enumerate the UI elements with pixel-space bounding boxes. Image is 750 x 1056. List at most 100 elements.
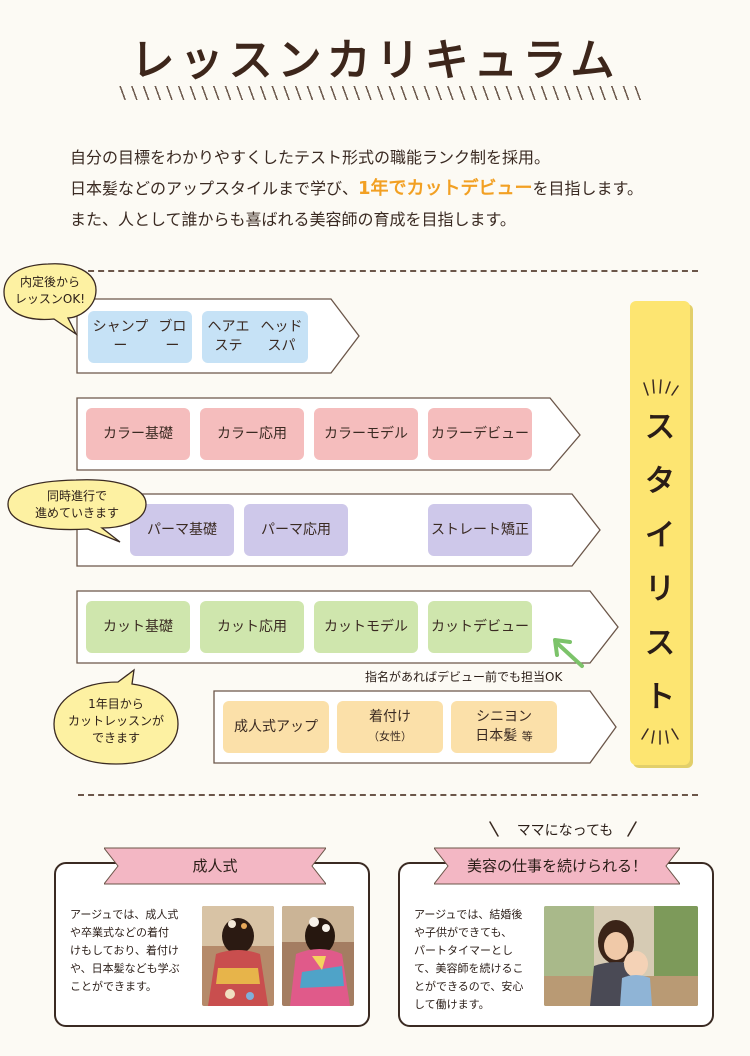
chip-label: カラーモデル xyxy=(324,425,408,442)
chip-label: 着付け xyxy=(369,709,411,725)
card-line: ことができます。 xyxy=(70,980,157,993)
stylist-char: イ xyxy=(645,518,675,553)
chip-label: パーマ応用 xyxy=(261,521,331,538)
card-line: や子供ができても、 xyxy=(414,926,513,939)
card-line: や、日本髪なども学ぶ xyxy=(70,962,180,975)
bubble-douji: 同時進行で 進めていきます xyxy=(6,478,148,546)
card-line: パートタイマーとし xyxy=(414,944,513,957)
bubble-line: 同時進行で xyxy=(46,489,107,503)
chip-label: カット基礎 xyxy=(103,618,173,635)
chip-label: カット xyxy=(431,618,473,635)
ribbon-seijin: 成人式 xyxy=(104,844,326,886)
intro-line-1: 自分の目標をわかりやすくしたテスト形式の職能ランク制を採用。 xyxy=(70,148,551,167)
chip-straight: ストレート矯正 xyxy=(428,504,532,556)
chip-label: 日本髪 xyxy=(475,728,518,744)
title-underline xyxy=(118,86,642,100)
mama-accent-icon xyxy=(489,821,637,837)
photo-illustration xyxy=(544,906,698,1006)
speech-bubble-shape xyxy=(53,668,179,765)
chip-label: ヘッドスパ xyxy=(260,319,303,354)
sparkle-top-icon xyxy=(643,379,679,396)
stylist-char: ト xyxy=(645,680,675,715)
chip-chignon: シニヨン日本髪 等 xyxy=(451,701,557,753)
chip-label: カラー xyxy=(431,425,473,442)
sparkle-bottom-icon xyxy=(641,728,679,745)
chip-label: パーマ基礎 xyxy=(147,521,217,538)
bubble-naitei: 内定後から レッスンOK! xyxy=(2,262,98,336)
card-line: とができるので、安心 xyxy=(414,980,524,993)
stylist-char: ス xyxy=(645,410,675,445)
chip-label: カット応用 xyxy=(217,618,287,635)
chip-label: カラー基礎 xyxy=(103,425,173,442)
pointer-arrow-icon xyxy=(553,638,584,668)
intro-text: 自分の目標をわかりやすくしたテスト形式の職能ランク制を採用。 日本髪などのアップ… xyxy=(70,142,750,235)
ribbon-shape xyxy=(104,847,326,885)
cut-debut-note: 指名があればデビュー前でも担当OK xyxy=(365,670,563,684)
chip-cut-applied: カット応用 xyxy=(200,601,304,653)
card-line: けもしており、着付け xyxy=(70,944,179,957)
chip-color-basic: カラー基礎 xyxy=(86,408,190,460)
card-line: や卒業式などの着付 xyxy=(70,926,169,939)
bubble-line: レッスンOK! xyxy=(14,292,86,306)
speech-bubble-shape xyxy=(7,479,147,543)
chip-cut-model: カットモデル xyxy=(314,601,418,653)
photo-kimono-back-1 xyxy=(202,906,274,1006)
card-line: して働けます。 xyxy=(414,998,490,1011)
chip-color-applied: カラー応用 xyxy=(200,408,304,460)
bubble-ichinen: 1年目から カットレッスンが できます xyxy=(52,668,180,768)
intro-line-2-post: を目指します。 xyxy=(532,179,643,198)
bubble-line: カットレッスンが xyxy=(67,714,164,728)
ribbon-mama: 美容の仕事を続けられる！ xyxy=(434,844,680,886)
chip-shampoo: シャンプーブロー xyxy=(88,311,192,363)
chip-label: 矯正 xyxy=(501,521,529,538)
ribbon-title: 成人式 xyxy=(192,856,238,875)
chip-label: デビュー xyxy=(473,425,529,442)
card-seijin-text: アージュでは、成人式 や卒業式などの着付 けもしており、着付け や、日本髪なども… xyxy=(70,906,180,996)
chip-sublabel: （女性） xyxy=(368,730,412,743)
bubble-text: 同時進行で 進めていきます xyxy=(6,488,148,522)
intro-line-2: 日本髪などのアップスタイルまで学び、1年でカットデビューを目指します。 xyxy=(70,173,750,204)
chip-cut-basic: カット基礎 xyxy=(86,601,190,653)
bubble-line: 1年目から xyxy=(88,697,144,711)
chip-label: カットモデル xyxy=(324,618,408,635)
divider-top xyxy=(78,270,698,272)
stylist-char: リ xyxy=(645,572,675,607)
stylist-char: ス xyxy=(645,626,675,661)
mama-label: ママになっても xyxy=(470,820,660,840)
photo-illustration xyxy=(202,906,274,1006)
stylist-char: タ xyxy=(645,464,675,499)
bubble-line: 内定後から xyxy=(19,275,80,289)
speech-bubble-shape xyxy=(3,263,97,336)
chip-label: カラー応用 xyxy=(217,425,287,442)
chip-seijin-up: 成人式アップ xyxy=(223,701,329,753)
mama-label-text: ママになっても xyxy=(516,823,614,839)
intro-line-2-pre: 日本髪などのアップスタイルまで学び、 xyxy=(70,179,359,198)
chip-label: ブロー xyxy=(158,319,187,354)
divider-bottom xyxy=(78,794,698,796)
card-line: アージュでは、成人式 xyxy=(70,908,179,921)
bubble-line: できます xyxy=(91,731,140,745)
bubble-text: 内定後から レッスンOK! xyxy=(2,274,98,308)
intro-line-3: また、人として誰からも喜ばれる美容師の育成を目指します。 xyxy=(70,210,516,229)
chip-label: シニヨン xyxy=(476,709,532,725)
card-mama-text: アージュでは、結婚後 や子供ができても、 パートタイマーとし て、美容師を続ける… xyxy=(414,906,523,1014)
stylist-goal: ス タ イ リ ス ト xyxy=(630,301,690,765)
card-line: アージュでは、結婚後 xyxy=(414,908,523,921)
ribbon-shape xyxy=(434,847,680,885)
chip-label: 成人式アップ xyxy=(234,718,318,735)
chip-label: ヘアエステ xyxy=(207,319,250,354)
chip-cut-debut: カットデビュー xyxy=(428,601,532,653)
page-title: レッスンカリキュラム xyxy=(130,35,620,86)
photo-kimono-back-2 xyxy=(282,906,354,1006)
bubble-line: 進めていきます xyxy=(34,506,119,520)
photo-illustration xyxy=(282,906,354,1006)
chip-kitsuke: 着付け （女性） xyxy=(337,701,443,753)
chip-perm-applied: パーマ応用 xyxy=(244,504,348,556)
card-line: て、美容師を続けるこ xyxy=(414,962,524,975)
chip-hair-esthe: ヘアエステヘッドスパ xyxy=(202,311,308,363)
chip-perm-basic: パーマ基礎 xyxy=(130,504,234,556)
intro-highlight: 1年でカットデビュー xyxy=(358,178,533,199)
chip-label: シャンプー xyxy=(92,319,149,354)
chip-label: ストレート xyxy=(431,521,501,538)
chip-color-debut: カラーデビュー xyxy=(428,408,532,460)
